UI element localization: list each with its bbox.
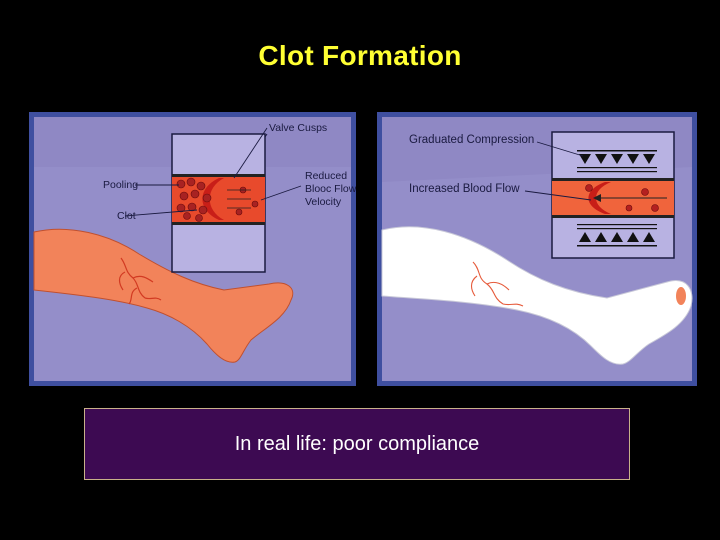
diagram-clot-formation: Valve Cusps Pooling Clot Reduced Blooc F… (29, 112, 356, 386)
label-pooling: Pooling (103, 179, 138, 191)
pooled-blood-cells (176, 177, 259, 222)
diagram-compression: Graduated Compression Increased Blood Fl… (377, 112, 697, 386)
label-pointers (124, 127, 302, 217)
compression-arrows-bottom (577, 224, 657, 247)
compression-diagram-svg: Graduated Compression Increased Blood Fl… (377, 112, 697, 386)
label-clot: Clot (117, 210, 136, 222)
label-blood-flow: Blooc Flow (305, 183, 356, 195)
label-velocity: Velocity (305, 196, 342, 208)
toe-opening (676, 287, 686, 305)
table-band (34, 167, 351, 381)
leg-veins (470, 261, 524, 307)
leg-stocking (381, 226, 693, 365)
caption-box: In real life: poor compliance (84, 408, 630, 480)
flow-arrows (227, 189, 251, 209)
clot-diagram-svg: Valve Cusps Pooling Clot Reduced Blooc F… (29, 112, 356, 386)
leg-bare (33, 228, 294, 363)
valve-cusp (202, 178, 224, 220)
label-increased-blood-flow: Increased Blood Flow (409, 183, 520, 195)
label-reduced: Reduced (305, 170, 347, 182)
label-pointers (524, 141, 592, 201)
compression-arrows-top (577, 150, 657, 173)
caption-text: In real life: poor compliance (234, 432, 480, 455)
valve-cusp (588, 182, 611, 214)
label-graduated-compression: Graduated Compression (409, 134, 534, 146)
blood-cells (585, 184, 659, 212)
label-valve-cusps: Valve Cusps (269, 122, 327, 134)
slide-title: Clot Formation (258, 40, 462, 71)
leg-veins (118, 257, 162, 305)
